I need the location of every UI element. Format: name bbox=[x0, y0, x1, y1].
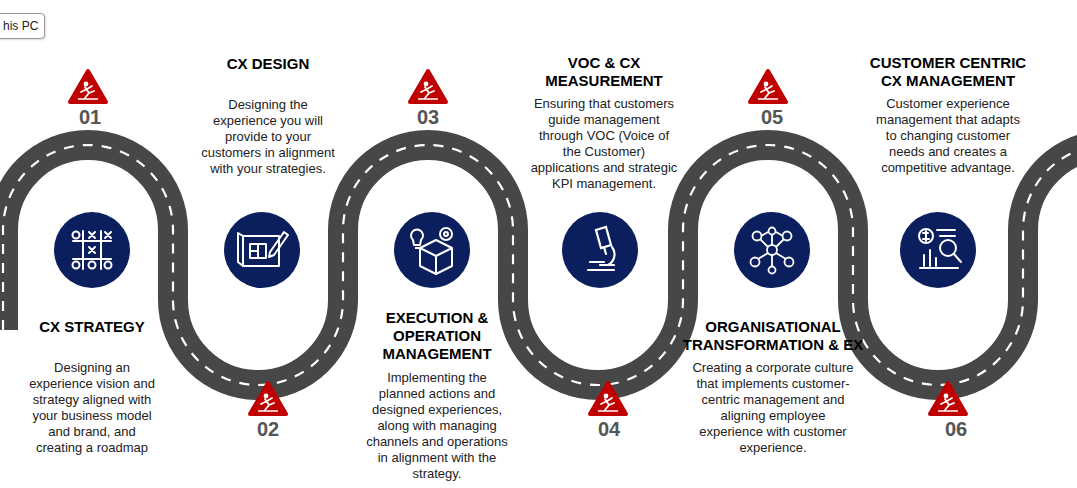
step-description: Customer experience management that adap… bbox=[873, 96, 1023, 176]
callout-number: 02 bbox=[248, 418, 288, 441]
tooltip: his PC bbox=[0, 13, 45, 39]
callout-number: 04 bbox=[589, 418, 629, 441]
step-heading: EXECUTION & OPERATION MANAGEMENT bbox=[376, 309, 498, 363]
step-heading: CUSTOMER CENTRIC CX MANAGEMENT bbox=[867, 54, 1029, 90]
road-marking bbox=[3, 145, 1077, 385]
management-icon bbox=[919, 229, 961, 268]
step-description: Designing an experience vision and strat… bbox=[26, 360, 158, 456]
step-block: CX DESIGN Designing the experience you wi… bbox=[193, 55, 343, 177]
step-block: CX STRATEGY Designing an experience visio… bbox=[22, 318, 162, 456]
step-block: VOC & CX MEASUREMENT Ensuring that custom… bbox=[529, 54, 679, 192]
strategy-icon bbox=[73, 231, 112, 269]
callout-number: 03 bbox=[408, 106, 448, 129]
step-description: Implementing the planned actions and des… bbox=[366, 370, 508, 482]
step-block: CUSTOMER CENTRIC CX MANAGEMENT Customer e… bbox=[867, 54, 1029, 176]
step-heading: VOC & CX MEASUREMENT bbox=[534, 54, 674, 90]
road bbox=[3, 145, 1077, 385]
callout-number: 06 bbox=[936, 418, 976, 441]
step-heading: ORGANISATIONAL TRANSFORMATION & EX bbox=[674, 318, 872, 354]
measurement-icon bbox=[588, 227, 615, 270]
icon-circles bbox=[54, 212, 976, 288]
step-heading: CX STRATEGY bbox=[22, 318, 162, 336]
callout-number: 05 bbox=[752, 106, 792, 129]
callout-number: 01 bbox=[70, 106, 110, 129]
design-icon bbox=[238, 232, 288, 266]
step-description: Designing the experience you will provid… bbox=[195, 97, 341, 177]
step-description: Creating a corporate culture that implem… bbox=[692, 360, 854, 456]
network-icon bbox=[751, 228, 794, 274]
execution-icon bbox=[411, 228, 452, 274]
step-description: Ensuring that customers guide management… bbox=[529, 96, 679, 192]
step-block: ORGANISATIONAL TRANSFORMATION & EX Creati… bbox=[674, 318, 872, 456]
step-block: EXECUTION & OPERATION MANAGEMENT Implemen… bbox=[366, 309, 508, 482]
step-heading: CX DESIGN bbox=[193, 55, 343, 73]
